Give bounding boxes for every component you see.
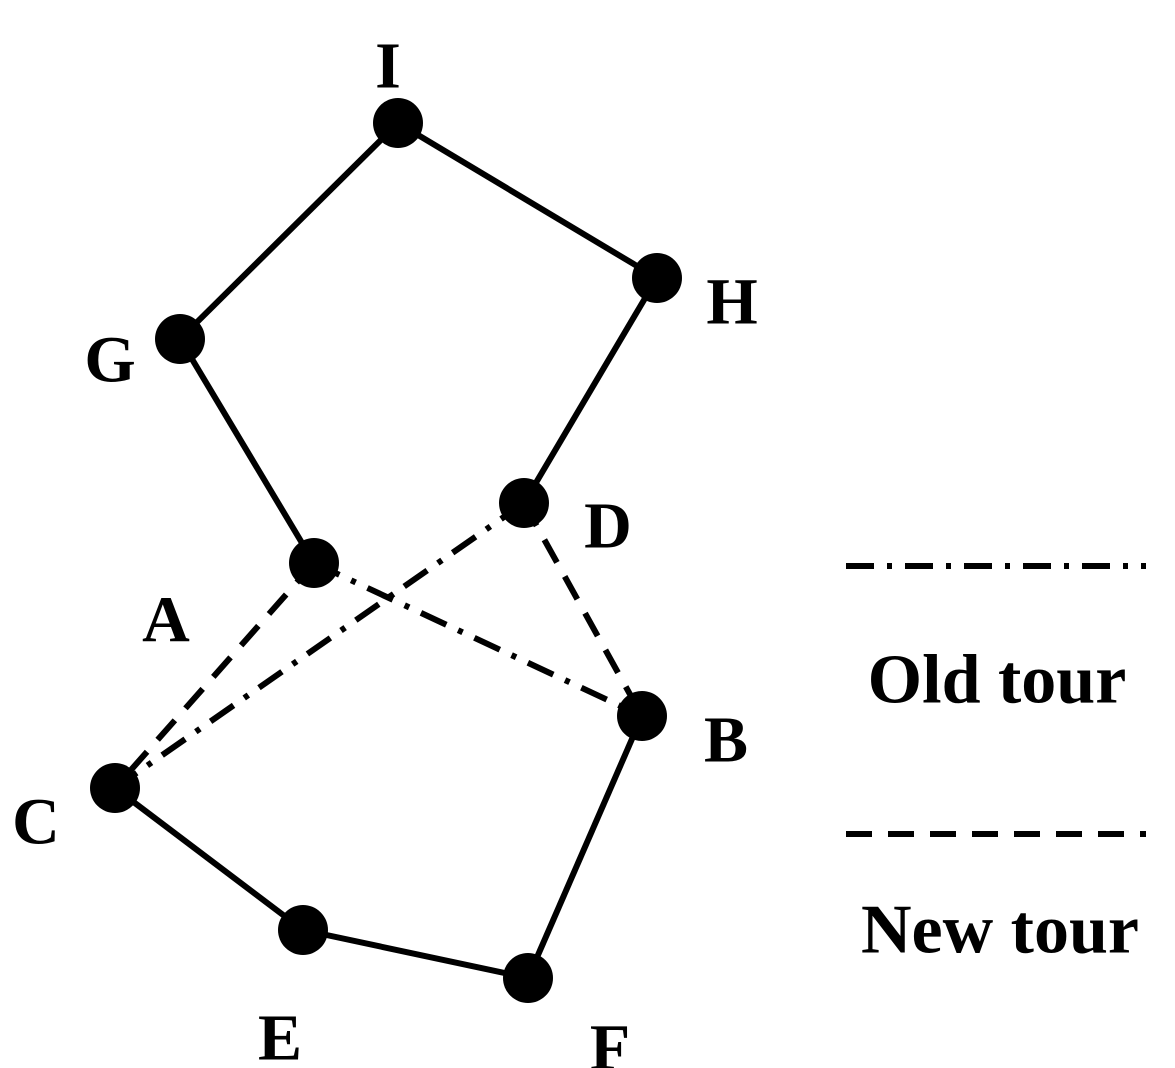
node-label-d: D: [584, 490, 632, 563]
node-label-c: C: [12, 786, 60, 859]
edge-d-c-dashdot: [113, 500, 526, 791]
edge-i-h-solid: [396, 120, 659, 281]
edge-h-d-solid: [521, 276, 660, 505]
node-h: [632, 253, 682, 303]
edge-g-i-solid: [177, 120, 401, 342]
node-label-e: E: [258, 1002, 302, 1068]
node-c: [90, 763, 140, 813]
nodes-layer: [90, 98, 682, 1003]
legend-label-dashdot: Old tour: [868, 642, 1127, 719]
node-label-h: H: [706, 266, 757, 339]
node-f: [503, 953, 553, 1003]
edges-layer: [112, 120, 660, 981]
node-label-b: B: [704, 704, 748, 777]
edge-a-c-dashed: [112, 561, 317, 790]
node-e: [278, 905, 328, 955]
edge-e-f-solid: [302, 927, 529, 981]
edge-g-a-solid: [177, 337, 317, 565]
node-label-g: G: [84, 324, 135, 397]
node-label-a: A: [142, 584, 190, 657]
node-g: [155, 314, 205, 364]
node-i: [373, 98, 423, 148]
node-d: [499, 478, 549, 528]
node-a: [289, 538, 339, 588]
node-label-f: F: [590, 1012, 630, 1068]
edge-a-b-dashdot: [312, 560, 644, 719]
labels-layer: I H G D A B C E F: [12, 30, 758, 1068]
node-b: [617, 691, 667, 741]
edge-c-e-solid: [113, 785, 305, 933]
edge-f-b-solid: [525, 714, 645, 980]
node-label-i: I: [375, 30, 401, 103]
legend-label-dashed: New tour: [861, 892, 1139, 969]
